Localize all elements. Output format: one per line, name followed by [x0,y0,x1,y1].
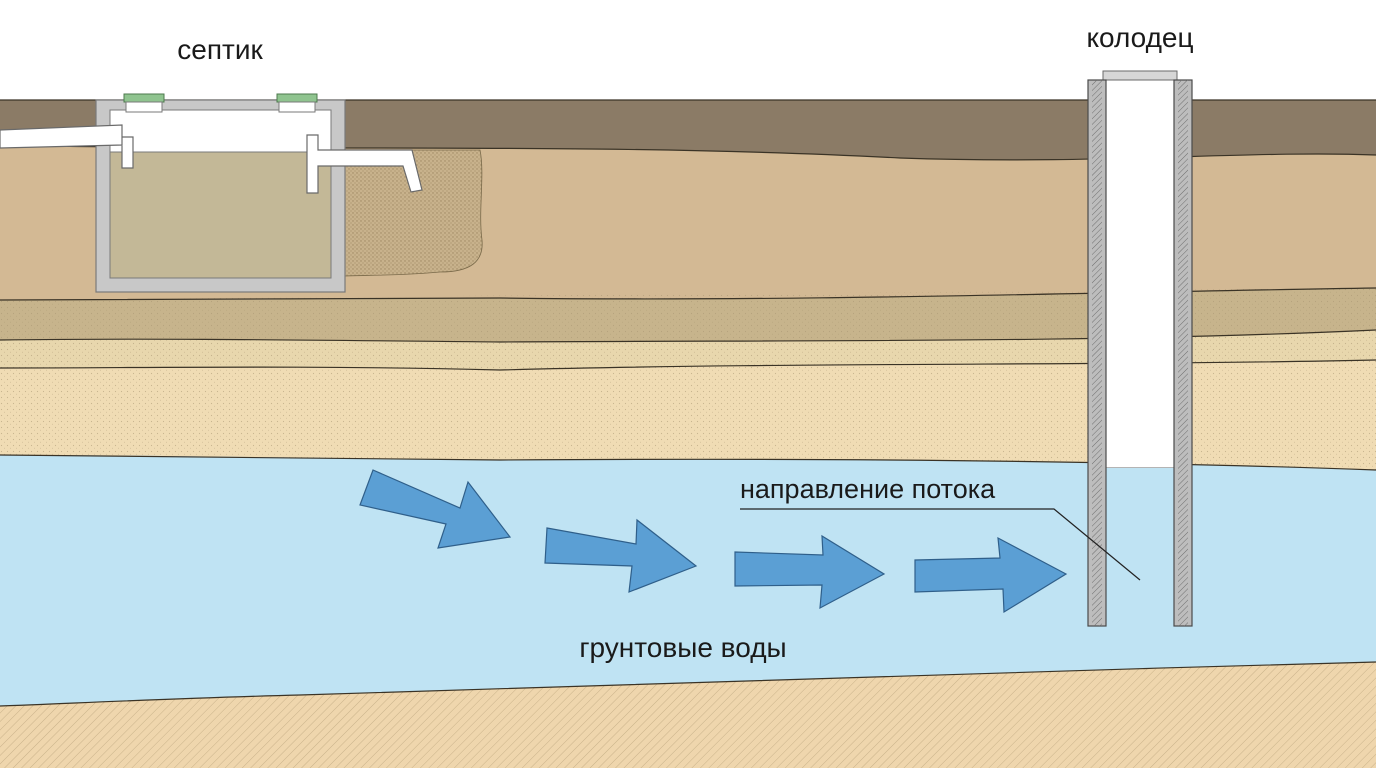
groundwater-label: грунтовые воды [579,632,786,663]
right-arrow-icon [544,518,698,593]
septic-tank-liquid [109,151,332,279]
well-shaft-top [1105,79,1175,469]
well [1087,70,1193,627]
flow-label-leader [740,508,1141,581]
septic-neck-right [278,101,316,113]
right-arrow-icon [914,536,1068,614]
septic-lid-left [123,93,165,103]
well-label: колодец [1086,22,1193,53]
right-arrow-icon [359,469,512,549]
well-casing-left-hatch [1092,80,1102,626]
well-cap [1102,70,1178,81]
right-arrow-icon [734,534,886,610]
outlet-pipe [306,134,423,194]
flow-direction-label: направление потока [740,474,996,504]
septic-tank [95,93,346,293]
septic-label: септик [177,34,263,65]
sand-texture [0,288,1376,470]
well-water [1106,468,1174,626]
inlet-pipe [0,124,134,169]
flow-arrows [359,469,1068,614]
septic-lid-right [276,93,318,103]
well-casing-right-hatch [1178,80,1188,626]
contamination-texture [344,149,483,277]
groundwater-layer [0,455,1376,706]
septic-neck-left [125,101,163,113]
bottom-sand-hatch [0,662,1376,768]
